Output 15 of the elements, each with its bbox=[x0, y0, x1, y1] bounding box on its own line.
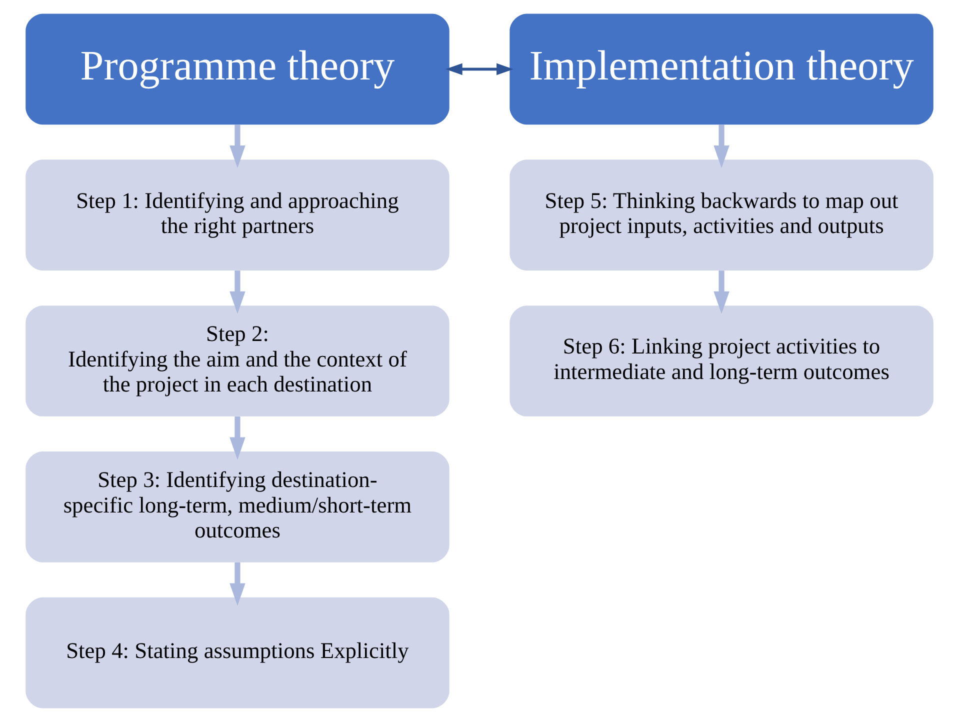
node-box: Step 3: Identifying destination-specific long-term, medium/short-term outcomes bbox=[26, 452, 450, 562]
arrow bbox=[714, 124, 730, 168]
node-box: Implementation theory bbox=[510, 14, 934, 125]
node-box: Step 5: Thinking backwards to map out project inputs, activities and outputs bbox=[510, 160, 934, 270]
arrow bbox=[230, 562, 246, 606]
node-box: Programme theory bbox=[26, 14, 450, 125]
arrow bbox=[714, 270, 730, 314]
arrow bbox=[230, 416, 246, 460]
node-box: Step 1: Identifying and approaching the right partners bbox=[26, 160, 450, 270]
arrow bbox=[230, 124, 246, 168]
node-box: Step 2: Identifying the aim and the context of the project in each destination bbox=[26, 306, 450, 416]
arrow bbox=[230, 270, 246, 314]
node-box: Step 4: Stating assumptions Explicitly bbox=[26, 597, 450, 708]
node-box: Step 6: Linking project activities to intermediate and long-term outcomes bbox=[510, 306, 934, 416]
arrow bbox=[445, 63, 514, 76]
